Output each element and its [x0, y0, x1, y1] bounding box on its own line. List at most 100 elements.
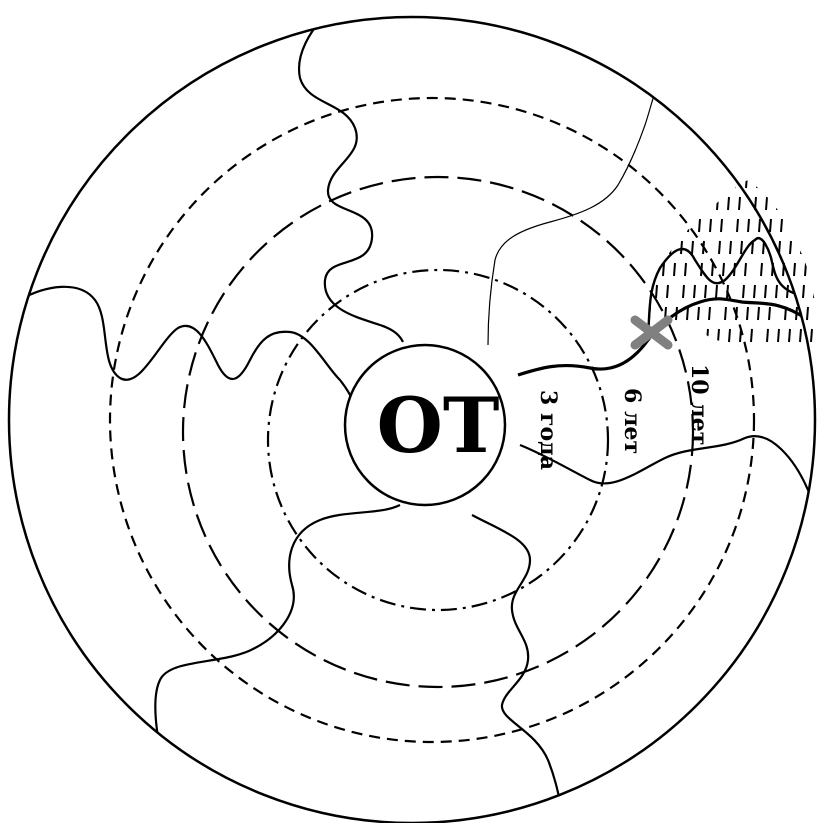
- hatch-mark: [727, 196, 730, 211]
- hatch-mark: [787, 196, 790, 211]
- hatch-mark: [641, 263, 642, 276]
- ring-3-years: [266, 268, 610, 612]
- boundary-line-top: [297, 17, 404, 343]
- hatch-mark: [662, 351, 663, 364]
- hatch-mark: [780, 218, 783, 233]
- hatch-mark: [645, 285, 646, 298]
- hatch-mark: [753, 284, 756, 299]
- hatch-mark: [738, 196, 741, 211]
- hatch-mark: [684, 262, 687, 277]
- hatch-mark: [720, 218, 723, 233]
- hatch-mark: [765, 196, 768, 211]
- hatch-mark: [716, 196, 719, 211]
- hatch-mark: [697, 306, 700, 321]
- hatch-mark: [766, 328, 769, 343]
- hatch-mark: [679, 328, 682, 343]
- cross-marker-icon: [630, 315, 673, 350]
- hatch-mark: [810, 328, 813, 343]
- hatch-mark: [778, 240, 781, 255]
- hatch-mark: [643, 241, 644, 254]
- center-label: ОТ: [377, 381, 500, 470]
- hatch-mark: [804, 262, 807, 277]
- center-circle: [343, 343, 507, 507]
- hatch-mark: [668, 328, 671, 343]
- hatch-mark: [680, 240, 683, 255]
- hatch-mark: [646, 197, 647, 210]
- hatch-mark: [658, 240, 661, 255]
- hatch-mark: [708, 306, 711, 321]
- ring-6-years: [181, 175, 695, 689]
- hatch-mark: [715, 284, 718, 299]
- hatch-mark: [758, 218, 761, 233]
- hatch-mark: [798, 196, 801, 211]
- outer-boundary-circle: [7, 15, 817, 823]
- hatch-mark: [711, 351, 712, 364]
- hatch-mark: [686, 306, 689, 321]
- hatch-mark: [814, 196, 817, 211]
- hatch-mark: [733, 351, 734, 364]
- hatch-mark: [728, 328, 731, 343]
- hatch-mark: [769, 218, 772, 233]
- boundary-line-upper-left: [19, 285, 357, 406]
- hatch-mark: [794, 180, 797, 189]
- ring-10-years: [108, 96, 756, 744]
- hatch-mark: [637, 175, 638, 188]
- hatch-mark: [793, 262, 796, 277]
- ring-label-10-years: 10 лет: [686, 364, 712, 445]
- hatch-mark: [651, 351, 652, 364]
- hatch-mark: [660, 218, 663, 233]
- hatch-mark: [747, 218, 750, 233]
- hatch-mark: [693, 284, 696, 299]
- hatch-mark: [777, 328, 780, 343]
- hatch-mark: [771, 351, 772, 364]
- hatch-mark: [776, 196, 779, 211]
- hatch-mark: [811, 240, 814, 255]
- hatch-mark: [742, 284, 745, 299]
- hatch-mark: [690, 328, 693, 343]
- hatch-mark: [655, 284, 658, 299]
- ring-label-3-years: 3 года: [535, 390, 561, 470]
- hatch-mark: [696, 180, 699, 189]
- hatch-mark: [729, 240, 732, 255]
- hatch-mark: [805, 180, 808, 189]
- hatch-mark: [711, 262, 714, 277]
- hatch-mark: [746, 306, 749, 321]
- hatch-mark: [760, 351, 761, 364]
- hatch-mark: [786, 284, 789, 299]
- hatch-mark: [687, 218, 690, 233]
- tributary-line: [487, 89, 657, 346]
- hatch-mark: [663, 180, 666, 189]
- hatch-mark: [640, 351, 641, 364]
- hatch-mark: [782, 262, 785, 277]
- hatch-mark: [656, 196, 659, 211]
- hatch-mark: [682, 284, 685, 299]
- boundary-line-right: [519, 435, 815, 516]
- hatch-mark: [760, 262, 763, 277]
- hatch-mark: [722, 351, 723, 364]
- hatch-mark: [800, 240, 803, 255]
- hatch-mark: [673, 351, 674, 364]
- hatch-mark: [709, 218, 712, 233]
- hatch-mark: [806, 306, 809, 321]
- hatch-mark: [756, 180, 759, 189]
- hatch-mark: [673, 262, 676, 277]
- hatch-mark: [698, 218, 701, 233]
- ring-label-6-years: 6 лет: [619, 388, 645, 454]
- hatch-mark: [651, 262, 654, 277]
- hatch-mark: [813, 284, 816, 299]
- hatch-mark: [706, 328, 709, 343]
- boundary-line-lower-left: [154, 504, 401, 781]
- hatch-mark: [789, 240, 792, 255]
- hatch-mark: [674, 180, 677, 189]
- hatch-mark: [678, 196, 681, 211]
- hatched-area: [637, 175, 817, 364]
- hatch-mark: [662, 262, 665, 277]
- hatch-mark: [788, 328, 791, 343]
- hatch-mark: [694, 196, 697, 211]
- hatch-mark: [768, 306, 771, 321]
- hatch-mark: [740, 240, 743, 255]
- hatch-mark: [691, 240, 694, 255]
- hatch-mark: [667, 196, 670, 211]
- hatch-mark: [745, 180, 748, 189]
